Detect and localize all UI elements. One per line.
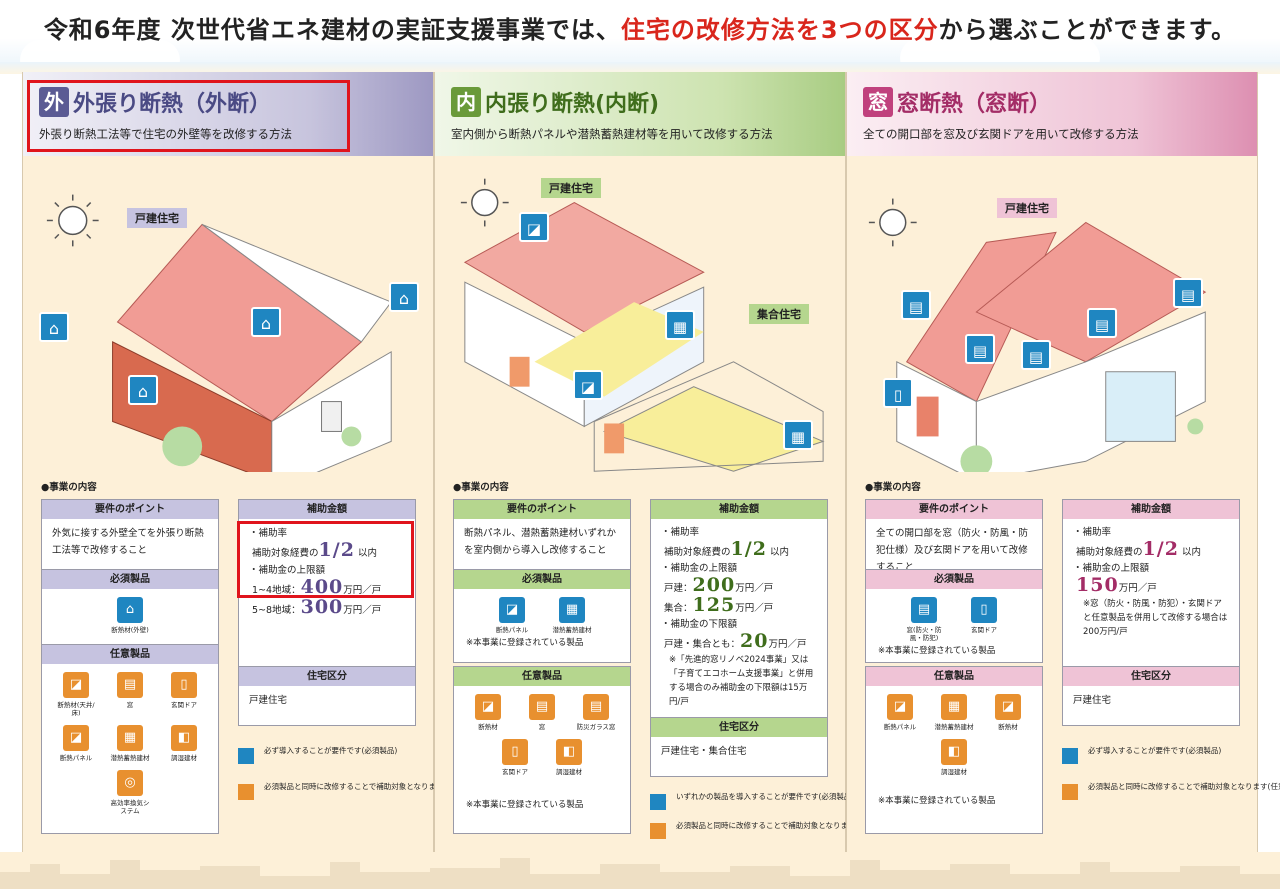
latent-heat-icon: ▦ (783, 420, 813, 450)
window-icon: ▤ (911, 597, 937, 623)
section-label: ●事業の内容 (41, 482, 97, 493)
min-amount: 20 (740, 630, 769, 652)
page-headline: 令和6年度 次世代省エネ建材の実証支援事業では、住宅の改修方法を3つの区分から選… (43, 16, 1237, 44)
subsidy-box: 補助金額 ・補助率 補助対象経費の1/2 以内 ・補助金の上限額 150万円／戸… (1062, 499, 1240, 668)
points-box: 要件のポイント 外気に接する外壁全てを外張り断熱工法等で改修すること (41, 499, 219, 571)
panel-icon: ◪ (887, 694, 913, 720)
door-icon: ▯ (971, 597, 997, 623)
cap-amount: 125 (692, 594, 736, 616)
column-outer-insulation: 外外張り断熱（外断） 外張り断熱工法等で住宅の外壁等を改修する方法 戸建住宅 ⌂… (22, 72, 479, 862)
inner-badge: 内 (451, 87, 481, 117)
headline-highlight: 住宅の改修方法を3つの区分 (620, 16, 939, 44)
required-products-box: 必須製品 ▤窓(防火・防風・防犯) ▯玄関ドア ※本事業に登録されている製品 (865, 569, 1043, 663)
legend-optional: 必須製品と同時に改修することで補助対象となります(任意製品) (1062, 782, 1280, 810)
sun-icon (46, 194, 99, 247)
optional-products-box: 任意製品 ◪断熱パネル ▦潜熱蓄熱建材 ◪断熱材 ◧調湿建材 ※本事業に登録され… (865, 666, 1043, 834)
column-title: 外外張り断熱（外断） (39, 86, 271, 118)
column-subtitle: 室内側から断熱パネルや潜熱蓄熱建材等を用いて改修する方法 (451, 127, 773, 141)
panel-icon: ◪ (519, 212, 549, 242)
window-icon: ▤ (1087, 308, 1117, 338)
house-type-tag: 戸建住宅 (997, 198, 1057, 218)
insulation-icon: ◪ (995, 694, 1021, 720)
humidity-icon: ◧ (171, 725, 197, 751)
house-insulation-icon: ⌂ (389, 282, 419, 312)
highlight-frame-title (27, 80, 350, 152)
window-icon: ▤ (1173, 278, 1203, 308)
cap-amount: 150 (1076, 574, 1119, 596)
latent-heat-icon: ▦ (665, 310, 695, 340)
house-type-box: 住宅区分 戸建住宅 (238, 666, 416, 726)
window-badge: 窓 (863, 87, 893, 117)
cap-amount: 200 (692, 574, 736, 596)
house-insulation-icon: ⌂ (39, 312, 69, 342)
product-insulation-outer: ⌂断熱材(外壁) (108, 597, 152, 634)
column-title: 内内張り断熱(内断) (451, 86, 659, 118)
house-type-tag: 戸建住宅 (127, 208, 187, 228)
panel-icon: ◪ (499, 597, 525, 623)
subsidy-box: 補助金額 ・補助率 補助対象経費の1/2 以内 ・補助金の上限額 戸建：200万… (650, 499, 828, 718)
required-products-box: 必須製品 ◪断熱パネル ▦潜熱蓄熱建材 ※本事業に登録されている製品 (453, 569, 631, 663)
required-products-box: 必須製品 ⌂断熱材(外壁) (41, 569, 219, 646)
cap-amount: 300 (300, 596, 344, 618)
column-window-insulation: 窓窓断熱（窓断） 全ての開口部を窓及び玄関ドアを用いて改修する方法 戸建住宅 ▤… (846, 72, 1280, 862)
legend-optional: 必須製品と同時に改修することで補助対象となります(任意製品) (650, 821, 891, 849)
house-type-box: 住宅区分 戸建住宅・集合住宅 (650, 717, 828, 777)
ventilation-icon: ◎ (117, 770, 143, 796)
outer-badge: 外 (39, 87, 69, 117)
house-illustration (46, 194, 432, 472)
latent-heat-icon: ▦ (117, 725, 143, 751)
section-label: ●事業の内容 (865, 482, 921, 493)
window-icon: ▤ (1021, 340, 1051, 370)
column-subtitle: 外張り断熱工法等で住宅の外壁等を改修する方法 (39, 127, 292, 141)
insulation-icon: ◪ (63, 672, 89, 698)
cap-amount: 400 (300, 576, 344, 598)
column-subtitle: 全ての開口部を窓及び玄関ドアを用いて改修する方法 (863, 127, 1139, 141)
section-label: ●事業の内容 (453, 482, 509, 493)
points-box: 要件のポイント 全ての開口部を窓（防火・防風・防犯仕様）及び玄関ドアを用いて改修… (865, 499, 1043, 573)
window-icon: ▤ (117, 672, 143, 698)
insulation-icon: ◪ (475, 694, 501, 720)
sun-icon (460, 178, 509, 227)
legend-optional: 必須製品と同時に改修することで補助対象となります(任意製品) (238, 782, 479, 810)
legend-required: 必ず導入することが要件です(必須製品) (1062, 746, 1252, 774)
insulation-outer-icon: ⌂ (117, 597, 143, 623)
house-type-box: 住宅区分 戸建住宅 (1062, 666, 1240, 726)
house-type-tag: 戸建住宅 (541, 178, 601, 198)
highlight-frame-subsidy (237, 521, 414, 598)
house-insulation-icon: ⌂ (251, 307, 281, 337)
house-illustration (868, 198, 1207, 472)
subsidy-rate: 1/2 (318, 539, 355, 561)
window-icon: ▤ (529, 694, 555, 720)
subsidy-rate: 1/2 (730, 538, 767, 560)
subsidy-rate: 1/2 (1142, 538, 1179, 560)
page-header: 令和6年度 次世代省エネ建材の実証支援事業では、住宅の改修方法を3つの区分から選… (0, 0, 1280, 80)
window-icon: ▤ (901, 290, 931, 320)
sun-icon (868, 198, 917, 247)
humidity-icon: ◧ (556, 739, 582, 765)
legend-required: 必ず導入することが要件です(必須製品) (238, 746, 428, 774)
door-icon: ▯ (171, 672, 197, 698)
optional-products-box: 任意製品 ◪断熱材 ▤窓 ▤防災ガラス窓 ▯玄関ドア ◧調湿建材 ※本事業に登録… (453, 666, 631, 834)
latent-heat-icon: ▦ (559, 597, 585, 623)
latent-heat-icon: ▦ (941, 694, 967, 720)
optional-products-box: 任意製品 ◪断熱材(天井/床) ▤窓 ▯玄関ドア ◪断熱パネル ▦潜熱蓄熱建材 … (41, 644, 219, 834)
window-icon: ▤ (965, 334, 995, 364)
column-inner-insulation: 内内張り断熱(内断) 室内側から断熱パネルや潜熱蓄熱建材等を用いて改修する方法 … (434, 72, 891, 862)
humidity-icon: ◧ (941, 739, 967, 765)
door-icon: ▯ (502, 739, 528, 765)
column-title: 窓窓断熱（窓断） (863, 86, 1051, 118)
points-box: 要件のポイント 断熱パネル、潜熱蓄熱建材いずれかを室内側から導入し改修すること (453, 499, 631, 571)
panel-icon: ◪ (63, 725, 89, 751)
city-skyline (0, 852, 1280, 889)
legend-required: いずれかの製品を導入することが要件です(必須製品) (650, 792, 854, 820)
door-icon: ▯ (883, 378, 913, 408)
house-insulation-icon: ⌂ (128, 375, 158, 405)
subsidy-box: 補助金額 ・補助率 補助対象経費の1/2 以内 ・補助金の上限額 1~4地域：4… (238, 499, 416, 668)
disaster-glass-icon: ▤ (583, 694, 609, 720)
house-type-tag: 集合住宅 (749, 304, 809, 324)
panel-icon: ◪ (573, 370, 603, 400)
